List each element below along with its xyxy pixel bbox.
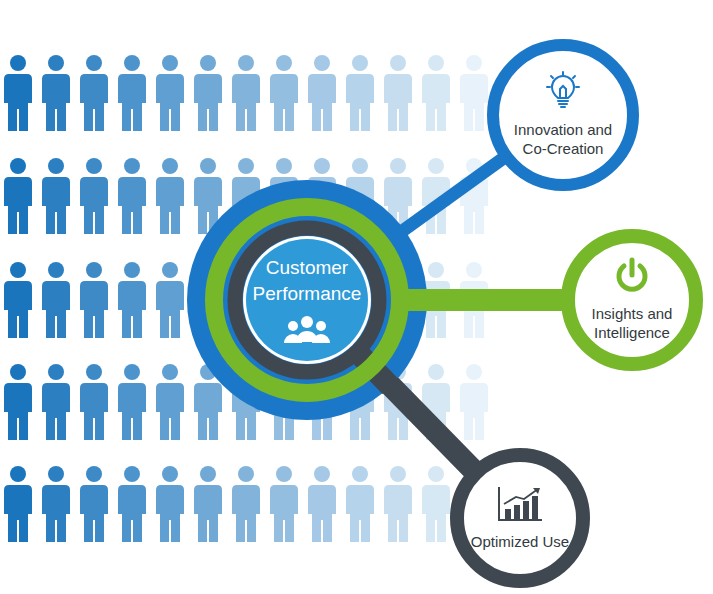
- person-figure: [422, 466, 450, 542]
- topic-circle: Innovation and Co-Creation: [487, 39, 639, 191]
- person-figure: [460, 55, 488, 131]
- person-figure: [308, 466, 336, 542]
- person-figure: [156, 158, 184, 234]
- person-figure: [460, 364, 488, 440]
- lightbulb-icon: [546, 71, 580, 111]
- topic-circle: Insights and Intelligence: [561, 229, 703, 371]
- power-icon: [614, 257, 650, 293]
- hub-circle: Customer Performance: [187, 180, 427, 420]
- bar-chart-icon: [496, 485, 544, 523]
- person-figure: [194, 55, 222, 131]
- person-figure: [118, 262, 146, 338]
- person-figure: [156, 466, 184, 542]
- topic-label: Optimized Use: [471, 533, 569, 552]
- person-figure: [80, 55, 108, 131]
- person-figure: [270, 466, 298, 542]
- person-figure: [4, 158, 32, 234]
- topic-circle: Optimized Use: [450, 448, 590, 588]
- person-figure: [42, 364, 70, 440]
- person-figure: [156, 55, 184, 131]
- person-figure: [232, 55, 260, 131]
- person-figure: [346, 466, 374, 542]
- person-figure: [42, 466, 70, 542]
- person-figure: [384, 466, 412, 542]
- person-figure: [80, 262, 108, 338]
- person-figure: [118, 364, 146, 440]
- person-figure: [80, 364, 108, 440]
- circle-outline: [561, 229, 703, 371]
- person-figure: [156, 364, 184, 440]
- people-icon: [284, 316, 330, 343]
- person-figure: [270, 55, 298, 131]
- connector-line: [388, 383, 474, 471]
- person-figure: [80, 466, 108, 542]
- person-figure: [384, 55, 412, 131]
- person-figure: [156, 262, 184, 338]
- person-figure: [42, 55, 70, 131]
- topic-label: Insights and Intelligence: [578, 305, 686, 343]
- connector-line: [423, 289, 565, 311]
- person-figure: [308, 55, 336, 131]
- person-figure: [4, 55, 32, 131]
- person-figure: [232, 466, 260, 542]
- person-figure: [4, 466, 32, 542]
- person-figure: [422, 55, 450, 131]
- person-figure: [42, 262, 70, 338]
- person-figure: [118, 466, 146, 542]
- topic-label: Innovation and Co-Creation: [504, 121, 622, 159]
- person-figure: [4, 364, 32, 440]
- person-figure: [4, 262, 32, 338]
- person-figure: [118, 158, 146, 234]
- person-figure: [118, 55, 146, 131]
- circle-outline: [487, 39, 639, 191]
- hub-label: Customer Performance: [251, 255, 363, 306]
- person-figure: [346, 55, 374, 131]
- person-figure: [194, 466, 222, 542]
- person-figure: [80, 158, 108, 234]
- person-figure: [42, 158, 70, 234]
- connector-line: [401, 157, 505, 232]
